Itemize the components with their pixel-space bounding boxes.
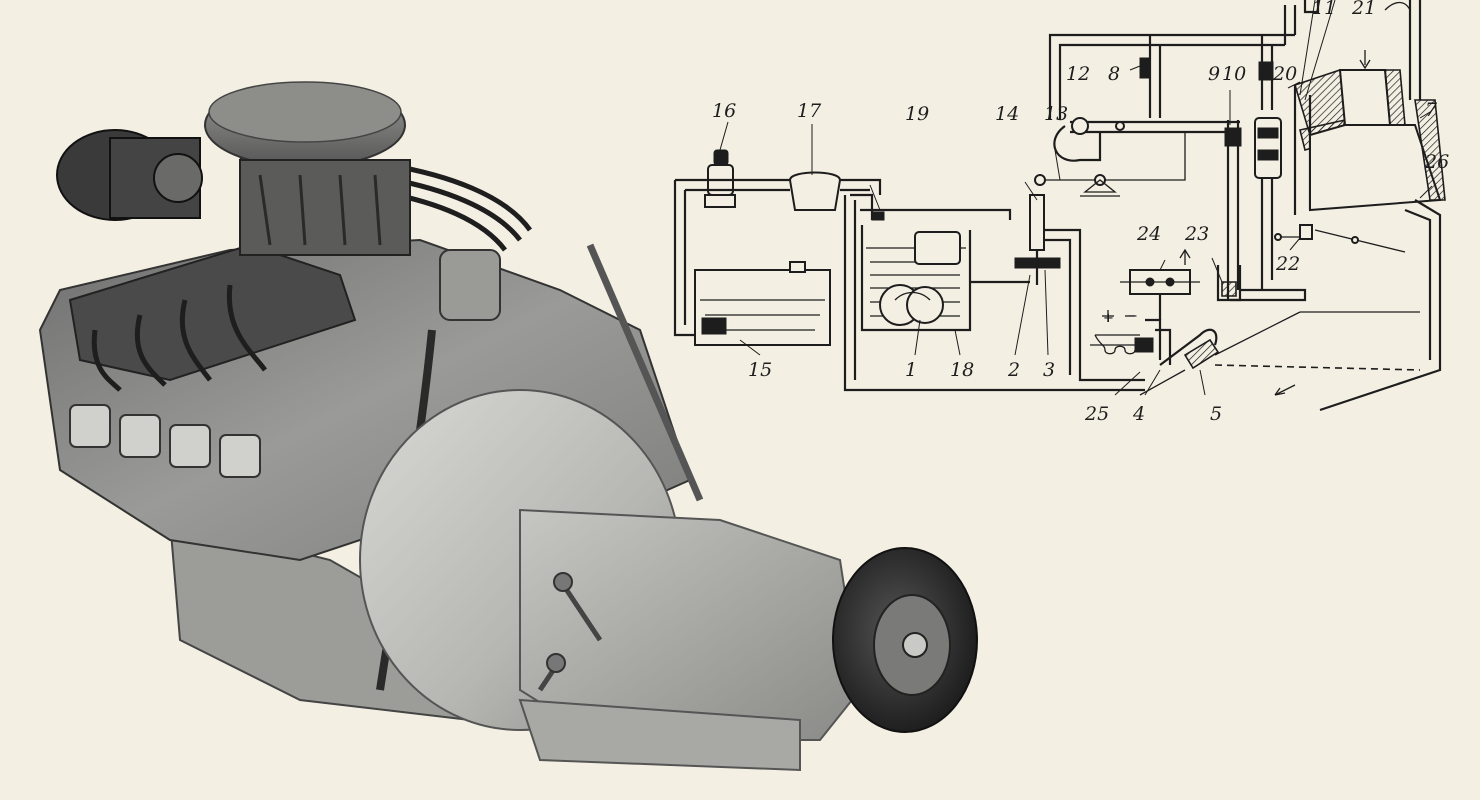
callout-17: 17: [797, 100, 822, 122]
callout-18: 18: [950, 359, 974, 381]
leader-lines: [719, 0, 1433, 396]
component-23: [1216, 265, 1307, 302]
dipstick-tube: [586, 243, 704, 502]
callout-7: 7: [1425, 99, 1438, 121]
callout-9: 9: [1208, 63, 1220, 85]
component-14-valve: [970, 194, 1145, 382]
component-16-filter: [704, 149, 736, 208]
minus-sign: −: [1127, 309, 1138, 324]
callout-3: 3: [1043, 359, 1055, 381]
callout-4: 4: [1132, 403, 1145, 425]
callout-16: 16: [712, 100, 736, 122]
callout-1: 1: [905, 359, 917, 381]
component-13-linkage: [1034, 132, 1186, 197]
callout-23: 23: [1184, 223, 1209, 245]
callout-13: 13: [1044, 103, 1068, 125]
transmission-case: [519, 508, 862, 741]
callout-2: 2: [1007, 359, 1020, 381]
return-lines: [843, 195, 1145, 392]
callout-26: 26: [1424, 151, 1449, 173]
callout-11: 11: [1312, 0, 1336, 19]
plus-sign: +: [1103, 311, 1114, 326]
callout-8: 8: [1108, 63, 1120, 85]
callout-22: 22: [1275, 253, 1300, 275]
component-17-chamber: [788, 171, 842, 211]
component-19-inlet: [850, 193, 885, 221]
component-25-solenoid: [1090, 310, 1172, 365]
component-26-line: [1300, 199, 1442, 412]
component-12-valve: [1053, 117, 1240, 162]
callout-5: 5: [1210, 403, 1222, 425]
callout-25: 25: [1084, 403, 1109, 425]
callout-12: 12: [1066, 63, 1090, 85]
distributor: [439, 249, 501, 321]
component-5: [1139, 311, 1421, 396]
callout-20: 20: [1272, 63, 1297, 85]
callout-labels: 1 2 3 4 5 7 8 9 10 11 12 13 14 15 16 17 …: [712, 0, 1449, 425]
component-15-tank: [694, 261, 831, 346]
callout-21: 21: [1351, 0, 1376, 19]
component-1-pump: [879, 284, 944, 326]
left-supply-line: [673, 178, 882, 337]
engine-transmission-photo: [38, 81, 978, 772]
component-18-reservoir: [860, 208, 1012, 332]
callout-10: 10: [1222, 63, 1246, 85]
callout-19: 19: [905, 103, 929, 125]
callout-14: 14: [995, 103, 1019, 125]
exhaust-ports: [69, 404, 261, 478]
component-20-cylinder: [1139, 57, 1282, 300]
component-7-torque-converter: [1293, 0, 1446, 215]
callout-15: 15: [748, 359, 772, 381]
callout-24: 24: [1136, 223, 1161, 245]
component-22-lever: [1274, 224, 1406, 253]
upper-hydraulic-lines: [1048, 0, 1320, 120]
